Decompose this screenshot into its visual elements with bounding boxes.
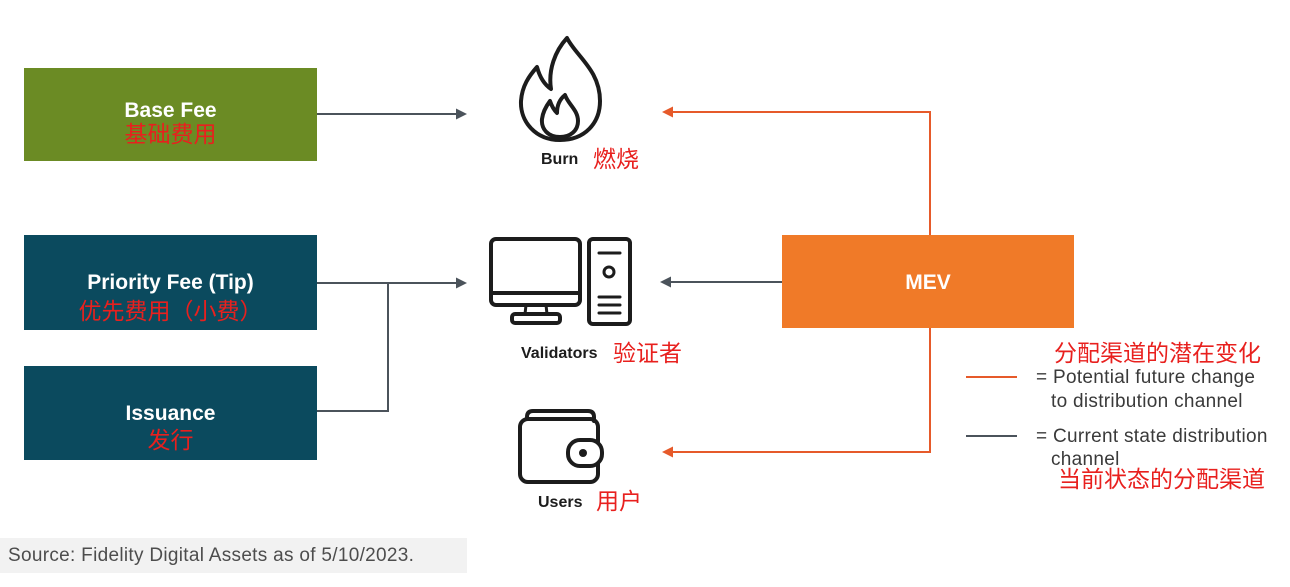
fire-icon	[518, 36, 602, 142]
source-text: Source: Fidelity Digital Assets as of 5/…	[8, 545, 415, 566]
mev-label: MEV	[905, 271, 951, 294]
connector-line	[671, 111, 931, 235]
wallet-body	[518, 417, 600, 484]
arrowhead	[456, 108, 467, 120]
users-label: Users	[538, 494, 583, 511]
legend-current-label-zh: 当前状态的分配渠道	[1058, 467, 1265, 493]
computer-icon	[489, 237, 632, 326]
arrowhead	[662, 446, 673, 458]
wallet-icon	[518, 409, 604, 484]
legend-current-line1: = Current state distribution	[1036, 426, 1268, 447]
monitor-neck-right	[544, 303, 549, 316]
base-fee-to-burn-arrow	[317, 108, 467, 120]
tower-power-button	[602, 265, 616, 279]
base-fee-box: Base Fee 基础费用	[24, 68, 317, 161]
issuance-connector	[317, 283, 389, 412]
fire-inner-flame	[539, 93, 580, 139]
legend-potential-line1: = Potential future change	[1036, 367, 1256, 388]
validators-label-zh: 验证者	[613, 341, 682, 367]
fire-outer-flame	[518, 36, 602, 142]
issuance-label-zh: 发行	[147, 428, 194, 454]
monitor-frame	[489, 237, 582, 307]
connector-line	[671, 328, 931, 453]
legend-potential-label-zh: 分配渠道的潜在变化	[1054, 341, 1261, 367]
legend-current-line2: channel	[1051, 449, 1120, 470]
wallet-back	[525, 409, 596, 423]
users-label-zh: 用户	[596, 489, 642, 515]
connector-line	[317, 283, 389, 412]
issuance-box: Issuance 发行	[24, 366, 317, 460]
priority-fee-box: Priority Fee (Tip) 优先费用（小费）	[24, 235, 317, 330]
priority-fee-label: Priority Fee (Tip)	[87, 271, 254, 294]
wallet-clasp-dot	[579, 449, 587, 457]
source-footer: Source: Fidelity Digital Assets as of 5/…	[0, 538, 467, 573]
base-fee-label-zh: 基础费用	[124, 122, 217, 148]
monitor-base	[510, 312, 562, 325]
burn-label: Burn	[541, 151, 579, 168]
arrowhead	[660, 276, 671, 288]
mev-to-burn-arrow	[662, 106, 931, 235]
validators-label: Validators	[521, 345, 598, 362]
tower-case	[587, 237, 632, 326]
mev-to-users-arrow	[662, 328, 931, 458]
priority-fee-label-zh: 优先费用（小费）	[78, 299, 263, 325]
base-fee-label: Base Fee	[124, 99, 217, 122]
wallet-clasp	[566, 438, 604, 468]
issuance-label: Issuance	[125, 402, 216, 425]
arrowhead	[456, 277, 467, 289]
monitor-neck-left	[523, 303, 528, 316]
mev-box: MEV	[782, 235, 1074, 328]
arrowhead	[662, 106, 673, 118]
priority-fee-to-validators-arrow	[317, 277, 467, 289]
burn-label-zh: 燃烧	[593, 147, 639, 173]
legend-potential-line2: to distribution channel	[1051, 391, 1243, 412]
mev-to-validators-arrow	[660, 276, 782, 288]
